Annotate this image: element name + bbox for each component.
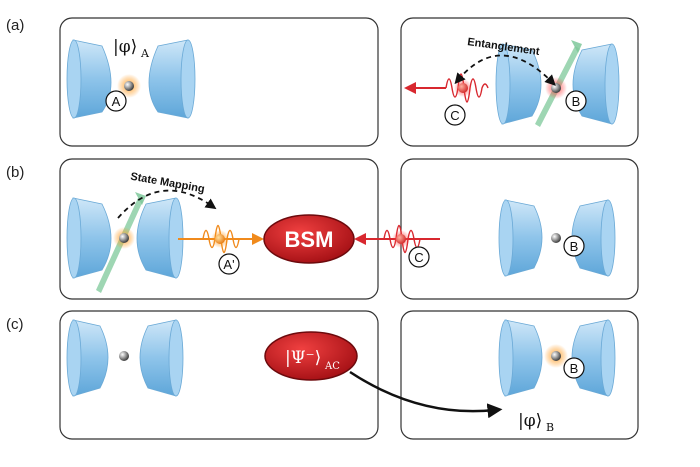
label-photon-c-a: C <box>450 108 459 123</box>
label-atom-b-b: B <box>570 239 579 254</box>
label-circle-atom-b-a <box>565 90 587 112</box>
state-mapping-label: State Mapping <box>129 171 205 196</box>
atom-b-c <box>551 351 561 361</box>
label-circle-atom-b-c <box>563 357 585 379</box>
label-circle-photon-c-a <box>444 104 466 126</box>
cavity-b-right <box>498 199 616 277</box>
photon-c-dot-b <box>396 234 406 244</box>
panel-a-right <box>400 17 639 147</box>
panel-a-left <box>59 17 379 147</box>
panel-b-left <box>59 158 379 300</box>
label-circle-atom-a <box>105 90 127 112</box>
row-label-a: (a) <box>6 17 24 34</box>
atom-a-left <box>124 81 134 91</box>
state-mapping-arc <box>117 189 217 219</box>
atom-a-b <box>119 233 129 243</box>
panel-c-left <box>59 310 379 440</box>
label-photon-c-b: C <box>414 250 423 265</box>
state-phi-a-sub: A <box>140 47 150 60</box>
row-label-b: (b) <box>6 164 24 181</box>
bell-state-label: |Ψ⁻⟩ <box>285 348 321 368</box>
cavity-b-left <box>66 197 184 279</box>
label-atom-b-c: B <box>570 361 579 376</box>
photon-a-prime-dot <box>215 234 225 244</box>
bell-state-node <box>264 331 358 381</box>
atom-b-b <box>551 233 561 243</box>
row-label-c: (c) <box>6 316 24 333</box>
label-circle-photon-c-b <box>408 246 430 268</box>
label-atom-a: A <box>112 94 121 109</box>
state-phi-a: |φ⟩ <box>113 37 137 57</box>
label-photon-a-prime: A' <box>223 257 234 272</box>
label-circle-atom-b-b <box>563 235 585 257</box>
label-atom-b-a: B <box>572 94 581 109</box>
bell-state-sub: AC <box>324 361 340 372</box>
atom-a-c <box>119 351 129 361</box>
state-phi-b-sub: B <box>546 421 554 434</box>
cavity-a-left <box>66 39 196 119</box>
bsm-label: BSM <box>285 227 334 252</box>
entanglement-arc <box>454 54 556 86</box>
state-phi-b: |φ⟩ <box>518 411 542 431</box>
photon-c-wave-a <box>445 73 489 103</box>
teleport-arrow <box>349 370 503 419</box>
atom-b-a <box>551 83 561 93</box>
laser-tip-a <box>571 40 582 53</box>
label-circle-photon-a-prime <box>218 253 240 275</box>
photon-c-dot-a <box>458 83 468 93</box>
panel-c-right <box>400 310 639 440</box>
cavity-c-left <box>66 319 184 397</box>
cavity-c-right <box>498 319 616 397</box>
